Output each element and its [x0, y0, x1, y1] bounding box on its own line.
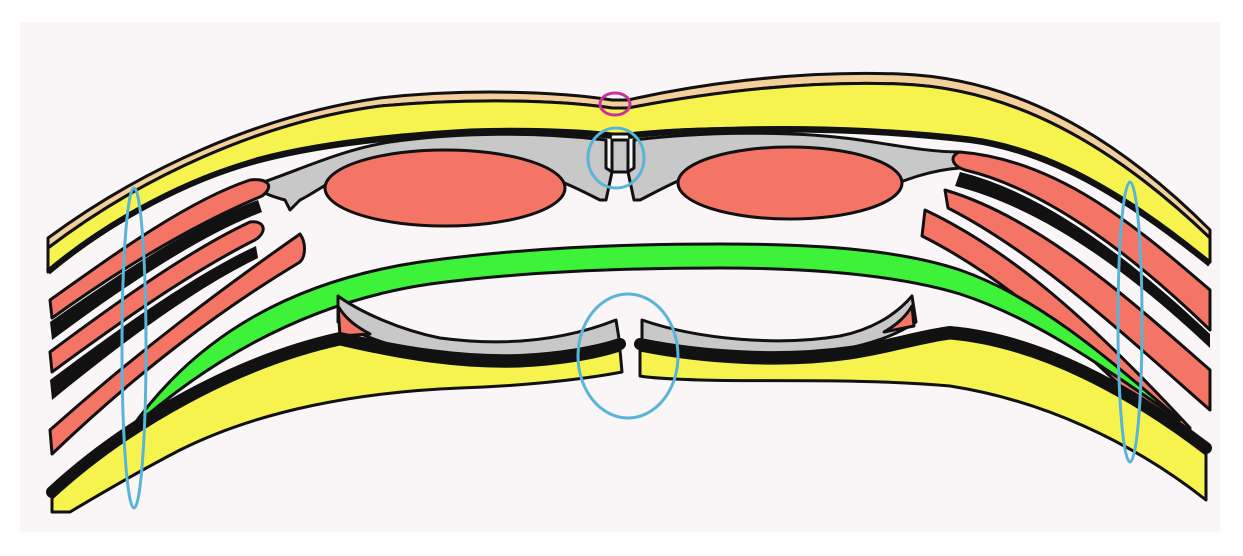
- left-rectus-abdominis-muscle: [325, 150, 565, 226]
- right-rectus-abdominis-muscle: [678, 147, 902, 219]
